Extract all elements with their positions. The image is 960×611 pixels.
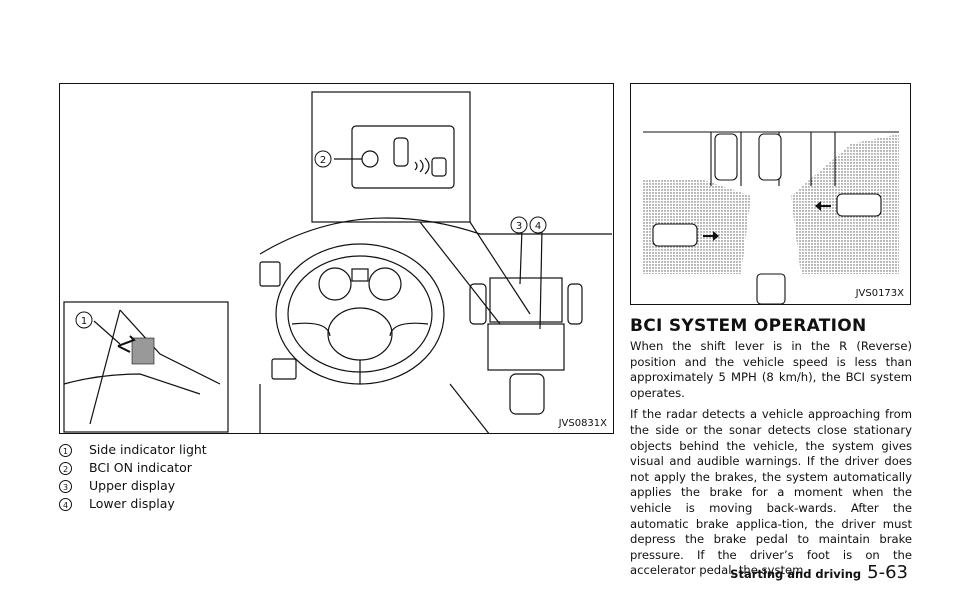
left-detection-zone	[643, 179, 751, 274]
marker-3: 3	[516, 221, 522, 232]
indicator-panel	[351, 125, 455, 189]
callout-number: 3	[59, 479, 72, 493]
callout-label: Upper display	[89, 478, 176, 493]
side-indicator-light	[131, 337, 155, 365]
page-number: 5-63	[867, 562, 908, 583]
callout-number: 2	[59, 461, 72, 475]
callout-number: 1	[59, 443, 72, 457]
page-footer: Starting and driving 5-63	[730, 562, 908, 583]
marker-1: 1	[81, 316, 87, 327]
steering-hub	[327, 307, 393, 361]
parking-drawing	[643, 131, 899, 304]
figure-code: JVS0173X	[855, 288, 904, 299]
parked-car-1	[714, 133, 738, 181]
marker-2: 2	[320, 155, 326, 166]
callout-label: BCI ON indicator	[89, 460, 192, 475]
callout-label: Side indicator light	[89, 442, 207, 457]
callout-item: 2 BCI ON indicator	[59, 459, 207, 477]
callout-number: 4	[59, 497, 72, 511]
arrow-left	[815, 201, 831, 211]
approaching-car-left	[652, 223, 698, 247]
section-heading: BCI SYSTEM OPERATION	[630, 316, 867, 336]
parking-illustration: JVS0173X	[630, 83, 911, 305]
parked-car-2	[758, 133, 782, 181]
approaching-car-right	[836, 193, 882, 217]
reversing-vehicle	[756, 273, 786, 304]
dashboard-drawing: 2 3 4 1	[63, 91, 612, 433]
inset-frame	[311, 91, 471, 223]
upper-display	[489, 277, 563, 323]
callout-legend: 1 Side indicator light 2 BCI ON indicato…	[59, 441, 207, 513]
paragraph: When the shift lever is in the R (Revers…	[630, 339, 912, 400]
callout-item: 1 Side indicator light	[59, 441, 207, 459]
footer-section-name: Starting and driving	[730, 567, 862, 581]
callout-item: 4 Lower display	[59, 495, 207, 513]
dashboard-illustration: 2 3 4 1 JVS0831X	[59, 83, 614, 434]
section-body: When the shift lever is in the R (Revers…	[630, 339, 912, 585]
callout-item: 3 Upper display	[59, 477, 207, 495]
callout-label: Lower display	[89, 496, 175, 511]
figure-code: JVS0831X	[558, 418, 607, 429]
paragraph: If the radar detects a vehicle approachi…	[630, 407, 912, 578]
arrow-right	[703, 231, 719, 241]
marker-4: 4	[535, 221, 541, 232]
lower-display	[487, 323, 565, 371]
car-icon	[393, 137, 409, 167]
